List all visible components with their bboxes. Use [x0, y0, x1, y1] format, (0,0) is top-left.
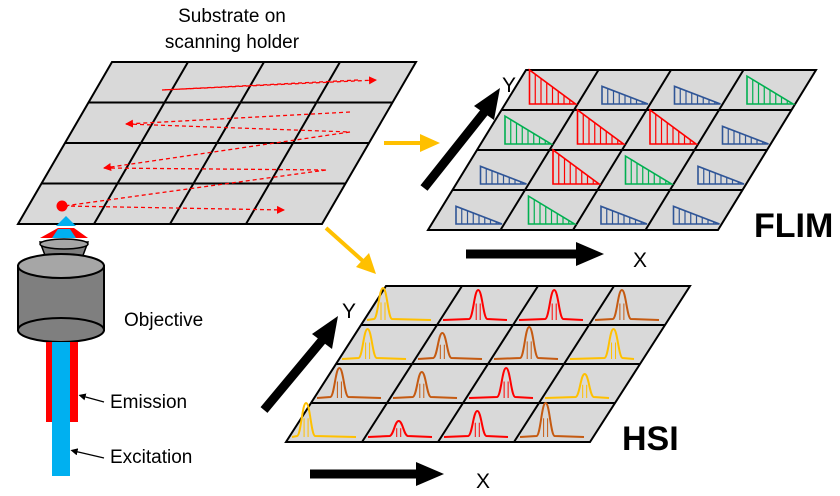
excitation-label: Excitation	[110, 447, 192, 468]
scan-path-segment	[125, 123, 351, 133]
decay-histogram-icon	[479, 165, 527, 185]
emission-pointer	[78, 393, 105, 403]
spectrum-peak-icon	[392, 370, 458, 399]
scan-path	[56, 76, 377, 214]
spectrum-curve	[392, 370, 458, 399]
spectrum-peak-icon	[366, 286, 432, 321]
spectrum-peak-icon	[569, 327, 635, 360]
decay-histogram-icon	[649, 108, 699, 145]
scan-path-segment	[63, 169, 327, 207]
decay-histogram-icon	[576, 108, 626, 145]
hsi-title: HSI	[622, 420, 679, 458]
spectrum-peak-icon	[341, 327, 407, 360]
objective-lens-icon	[17, 216, 105, 343]
flim-grid	[426, 69, 818, 231]
decay-histogram-icon	[624, 154, 675, 185]
spectrum-peak-icon	[594, 288, 660, 321]
spectrum-peak-icon	[468, 366, 534, 399]
spectrum-curve	[366, 286, 432, 321]
spectrum-peak-icon	[519, 401, 585, 438]
hsi-grid	[284, 285, 692, 443]
spectrum-peak-icon	[367, 419, 433, 438]
spectrum-curve	[493, 325, 559, 360]
scan-path-segment	[161, 76, 377, 91]
spectrum-peak-icon	[291, 401, 357, 438]
scan-path-segment	[63, 205, 285, 214]
grid-col-line	[169, 61, 265, 225]
excitation-pointer	[70, 448, 105, 459]
grid-col-line	[361, 285, 463, 443]
spectrum-curve	[544, 372, 610, 399]
emission-label: Emission	[110, 392, 187, 413]
hsi-spectra	[291, 286, 660, 438]
substrate-label-line1: Substrate on	[178, 6, 286, 27]
grid-col-line	[513, 285, 615, 443]
flow-arrow-to-hsi	[324, 226, 376, 274]
grid-col-line	[499, 69, 600, 231]
spectrum-peak-icon	[442, 288, 508, 321]
decay-histogram-icon	[527, 194, 578, 225]
flim-x-label: X	[633, 249, 647, 272]
decay-histogram-icon	[721, 125, 769, 145]
spectrum-curve	[519, 401, 585, 438]
decay-histogram-icon	[697, 165, 745, 185]
excitation-beam-icon	[52, 342, 70, 476]
grid-col-line	[437, 285, 539, 443]
spectrum-peak-icon	[316, 366, 382, 399]
flim-title: FLIM	[754, 207, 833, 245]
decay-histogram-icon	[552, 148, 602, 185]
scan-start-dot	[56, 200, 68, 212]
decay-histogram-icon	[504, 114, 554, 145]
scan-path-segment	[103, 167, 327, 171]
hsi-y-label: Y	[342, 300, 356, 323]
grid-col-line	[572, 69, 672, 231]
flow-arrow-to-flim	[384, 134, 440, 152]
spectrum-curve	[417, 331, 483, 360]
grid-col-line	[644, 69, 745, 231]
decay-histogram-icon	[601, 85, 649, 105]
spectrum-curve	[468, 366, 534, 399]
flim-x-axis-arrow	[466, 242, 604, 266]
spectrum-curve	[442, 288, 508, 321]
spectrum-curve	[594, 288, 660, 321]
scan-path-segment	[125, 111, 351, 128]
spectrum-peak-icon	[493, 325, 559, 360]
spectrum-curve	[443, 409, 509, 438]
decay-histogram-icon	[672, 205, 720, 225]
spectrum-curve	[341, 327, 407, 360]
hsi-x-label: X	[476, 470, 490, 493]
substrate-grid	[16, 61, 418, 225]
spectrum-curve	[316, 366, 382, 399]
spectrum-curve	[367, 419, 433, 438]
decay-histogram-icon	[673, 85, 721, 105]
spectrum-curve	[518, 288, 584, 321]
spectrum-curve	[569, 327, 635, 360]
spectrum-curve	[291, 401, 357, 438]
spectrum-peak-icon	[417, 331, 483, 360]
spectrum-peak-icon	[544, 372, 610, 399]
spectrum-peak-icon	[518, 288, 584, 321]
spectrum-peak-icon	[443, 409, 509, 438]
decay-histogram-icon	[528, 68, 578, 105]
decay-histogram-icon	[746, 74, 796, 105]
flim-y-axis-arrow	[420, 88, 500, 191]
flim-y-label: Y	[502, 74, 516, 97]
hsi-x-axis-arrow	[310, 462, 444, 486]
hsi-y-axis-arrow	[260, 316, 338, 413]
decay-histogram-icon	[600, 205, 648, 225]
decay-histogram-icon	[455, 205, 503, 225]
grid-col-line	[245, 61, 341, 225]
flim-decay-histograms	[455, 68, 796, 225]
substrate-label-line2: scanning holder	[165, 32, 300, 53]
objective-label: Objective	[124, 310, 203, 331]
